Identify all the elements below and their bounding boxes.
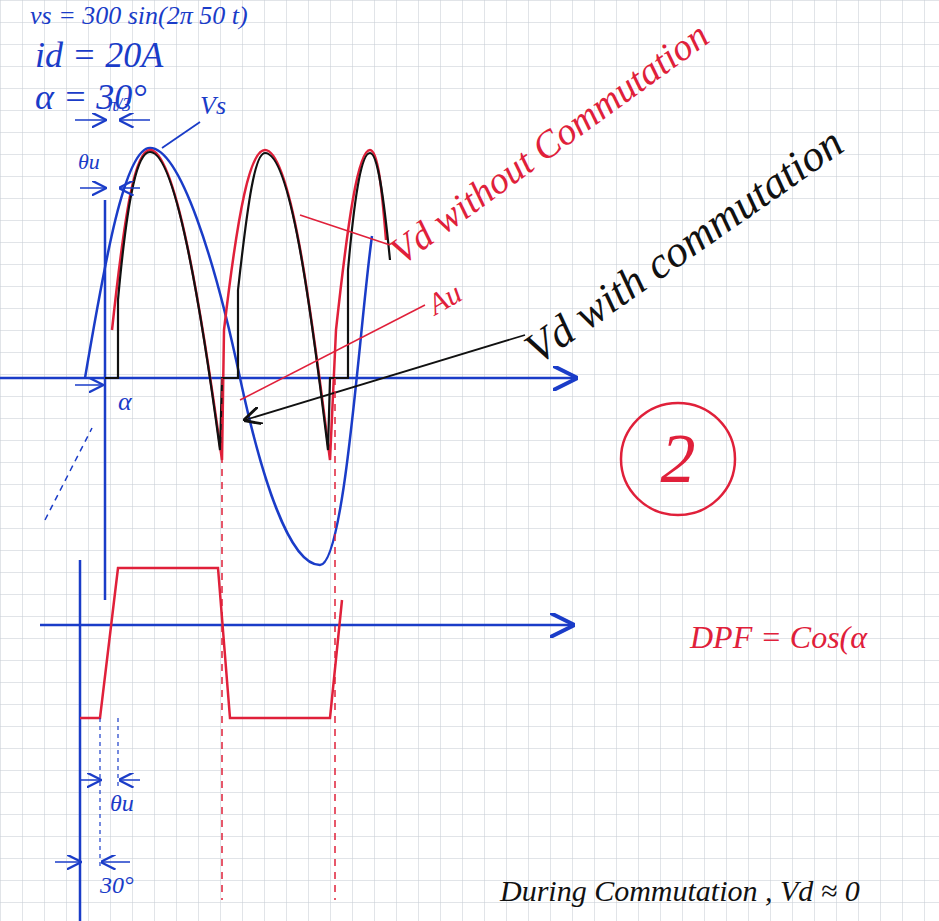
signal-name: Vs: [200, 92, 226, 121]
projection-line: [334, 378, 336, 900]
angle-label: θu: [78, 150, 100, 174]
source-current-wave: [80, 568, 342, 718]
dim-arrow: [120, 119, 150, 121]
dashed-extension: [45, 428, 92, 520]
vd-ideal-leader: [300, 215, 390, 245]
circled-number: 2: [608, 400, 748, 518]
dim-arrow: [80, 187, 105, 189]
angle-label: π/3: [108, 96, 131, 116]
output-voltage-commutation: [105, 152, 390, 450]
dim-arrow: [55, 861, 80, 863]
dim-arrow: [75, 119, 105, 121]
equation: DPF = Cos(α: [690, 620, 867, 655]
dim-arrow: [120, 187, 140, 189]
guide-line: [99, 718, 100, 870]
dim-arrow: [75, 384, 102, 386]
dim-arrow: [80, 779, 100, 781]
au-leader: [240, 305, 425, 400]
angle-label: 30°: [100, 872, 134, 898]
vs-leader: [162, 122, 200, 148]
equation: id = 20A: [35, 36, 163, 76]
guide-line: [117, 718, 118, 790]
callout-number: 2: [608, 400, 748, 518]
current-time-axis: [40, 624, 572, 627]
equation: vs = 300 sin(2π 50 t): [30, 2, 248, 31]
dim-arrow: [120, 779, 140, 781]
vd-commutation-leader: [245, 335, 525, 420]
current-axis: [79, 560, 82, 921]
dim-arrow: [102, 861, 130, 863]
note: During Commutation , Vd ≈ 0: [500, 874, 860, 907]
angle-label: θu: [110, 790, 134, 816]
angle-label: α: [118, 388, 132, 417]
